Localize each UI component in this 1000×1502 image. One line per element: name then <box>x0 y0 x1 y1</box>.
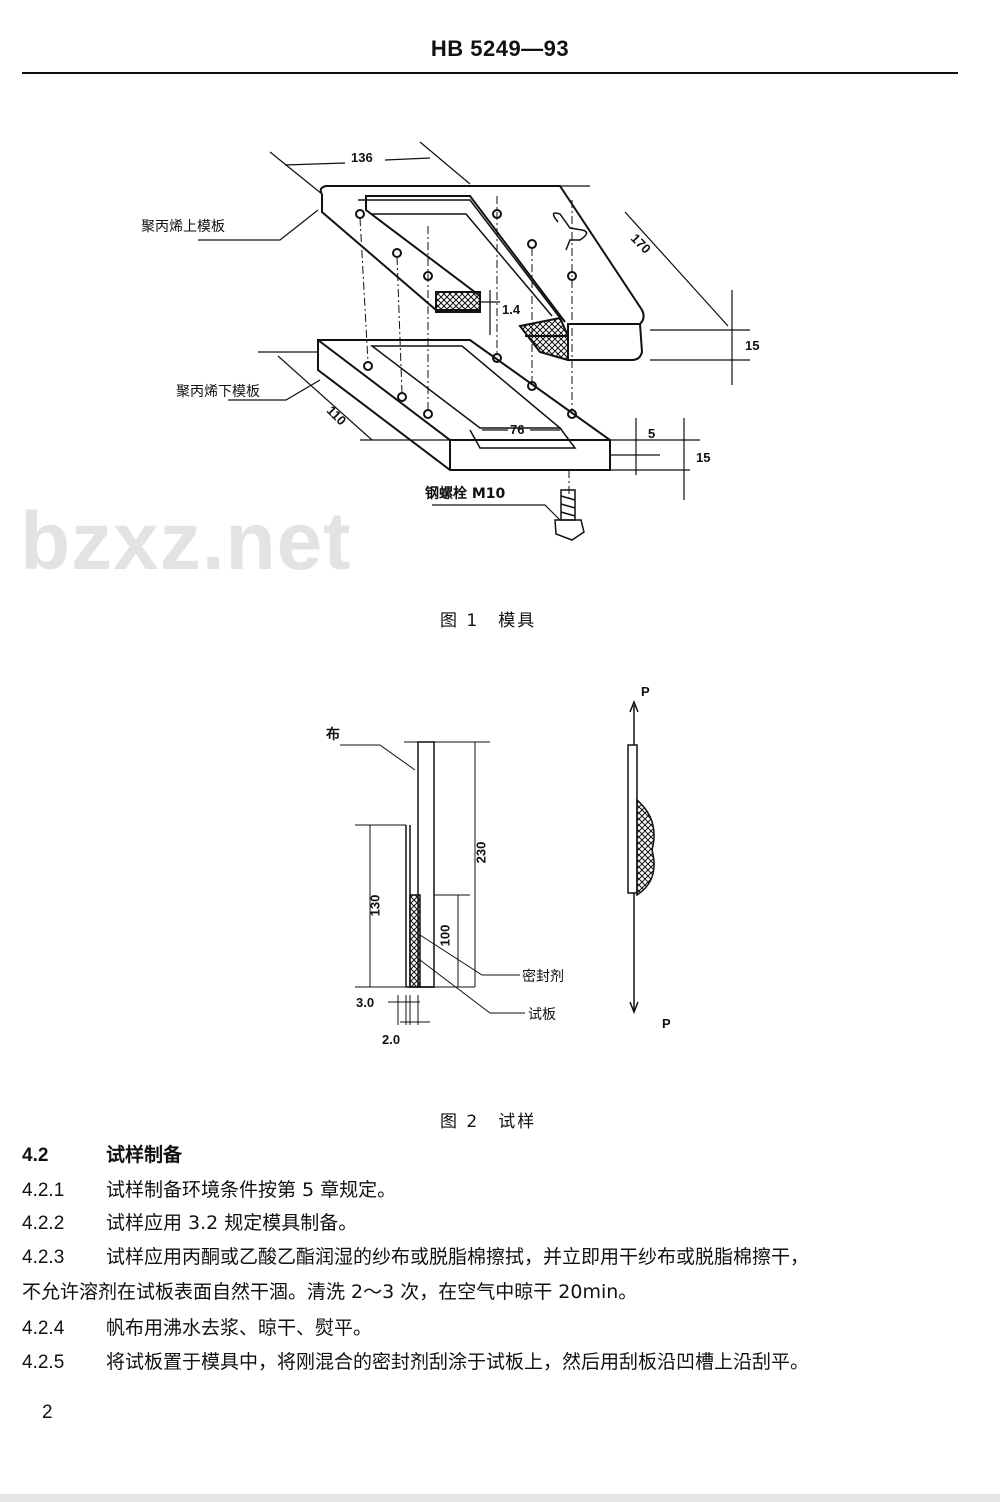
dim-lower-15: 15 <box>696 450 711 465</box>
clause-4-2-4: 4.2.4 帆布用沸水去浆、晾干、熨平。 <box>22 1311 972 1346</box>
clause-4-2-2: 4.2.2 试样应用 3.2 规定模具制备。 <box>22 1206 972 1241</box>
dim-2-0: 2.0 <box>382 1032 401 1047</box>
header-rule <box>22 72 958 74</box>
clause-4-2-1: 4.2.1 试样制备环境条件按第 5 章规定。 <box>22 1173 972 1208</box>
section-number: 4.2 <box>22 1145 49 1166</box>
clause-4-2-3: 4.2.3 试样应用丙酮或乙酸乙酯润湿的纱布或脱脂棉擦拭，并立即用干纱布或脱脂棉擦… <box>22 1240 972 1310</box>
dim-3-0: 3.0 <box>356 995 375 1010</box>
document-code-header: HB 5249—93 <box>430 36 570 61</box>
clause-number: 4.2.1 <box>22 1180 65 1201</box>
label-test-plate: 试板 <box>528 1007 556 1023</box>
clause-text: 试样应用 3.2 规定模具制备。 <box>106 1212 358 1234</box>
dim-5: 5 <box>648 426 656 441</box>
page-bottom-edge <box>0 1494 1000 1502</box>
dim-100: 100 <box>437 924 453 947</box>
figure-1-caption: 图 1 模具 <box>440 611 537 631</box>
specimen-front-view <box>627 699 655 1015</box>
dim-upper-15: 15 <box>745 338 760 353</box>
label-lower-plate: 聚丙烯下模板 <box>176 384 260 400</box>
wing-nut-icon <box>552 212 588 251</box>
clause-text: 试样制备环境条件按第 5 章规定。 <box>106 1179 397 1201</box>
dim-136: 136 <box>351 150 373 165</box>
page-number: 2 <box>42 1402 53 1423</box>
label-bolt: 钢螺栓 M10 <box>425 486 506 502</box>
clause-number: 4.2.5 <box>22 1352 65 1373</box>
clause-text: 试样应用丙酮或乙酸乙酯润湿的纱布或脱脂棉擦拭，并立即用干纱布或脱脂棉擦干， <box>106 1246 810 1268</box>
clause-text: 帆布用沸水去浆、晾干、熨平。 <box>106 1317 373 1339</box>
load-p-bottom: P <box>662 1016 671 1031</box>
watermark: bzxz.net <box>20 496 352 587</box>
clause-number: 4.2.3 <box>22 1247 65 1268</box>
dim-76: 76 <box>510 422 525 437</box>
dim-230: 230 <box>473 841 489 864</box>
section-title: 试样制备 <box>106 1144 183 1166</box>
load-p-top: P <box>641 684 650 699</box>
bolt-icon <box>554 489 585 541</box>
clause-4-2-5: 4.2.5 将试板置于模具中，将刚混合的密封剂刮涂于试板上，然后用刮板沿凹槽上沿刮… <box>22 1345 972 1380</box>
specimen-side-view <box>404 741 435 988</box>
section-heading: 4.2 试样制备 <box>22 1138 972 1173</box>
clause-text: 将试板置于模具中，将刚混合的密封剂刮涂于试板上，然后用刮板沿凹槽上沿刮平。 <box>106 1351 810 1373</box>
dim-1-4: 1.4 <box>502 302 521 317</box>
clause-number: 4.2.4 <box>22 1318 65 1339</box>
clause-number: 4.2.2 <box>22 1213 65 1234</box>
clause-text-continuation: 不允许溶剂在试板表面自然干涸。清洗 2～3 次，在空气中晾干 20min。 <box>22 1281 638 1303</box>
dim-130: 130 <box>367 894 383 917</box>
label-upper-plate: 聚丙烯上模板 <box>141 219 225 235</box>
figure-2-caption: 图 2 试样 <box>440 1112 537 1132</box>
label-cloth: 布 <box>326 727 340 743</box>
label-sealant: 密封剂 <box>522 969 564 985</box>
